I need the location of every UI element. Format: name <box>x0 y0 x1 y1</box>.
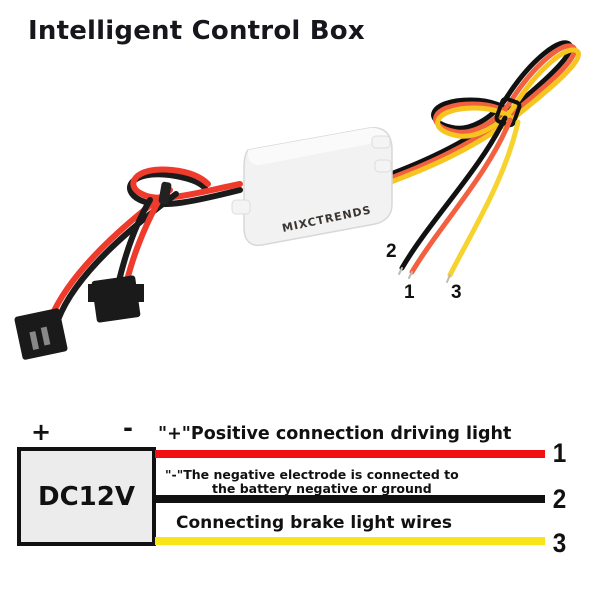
wire-1-label: "+"Positive connection driving light <box>158 424 512 444</box>
photo-wire-number-3: 3 <box>451 282 462 303</box>
photo-wire-number-2: 2 <box>386 241 397 262</box>
output-wire-bundle <box>377 40 581 283</box>
wire-number-1: 1 <box>552 438 567 468</box>
power-box: DC12V <box>17 447 156 546</box>
wire-line-3-yellow <box>155 537 545 545</box>
wire-2-label-line1: "-"The negative electrode is connected t… <box>165 467 459 482</box>
wire-number-3: 3 <box>552 528 567 558</box>
minus-sign: - <box>123 414 133 442</box>
wire-line-1-red <box>155 450 545 458</box>
photo-wire-number-1: 1 <box>404 282 415 303</box>
plus-sign: + <box>31 418 52 446</box>
wire-3-label: Connecting brake light wires <box>176 513 452 533</box>
product-illustration: MIXCTRENDS <box>14 40 581 360</box>
wire-number-2: 2 <box>552 484 567 514</box>
input-wire-bundle <box>47 166 243 323</box>
power-box-label: DC12V <box>38 481 135 512</box>
connector-male <box>14 308 68 360</box>
wire-2-label-line2: the battery negative or ground <box>212 481 432 496</box>
control-box: MIXCTRENDS <box>231 127 393 247</box>
page-title: Intelligent Control Box <box>28 16 365 46</box>
wire-line-2-black <box>155 495 545 503</box>
connector-female <box>88 275 144 323</box>
